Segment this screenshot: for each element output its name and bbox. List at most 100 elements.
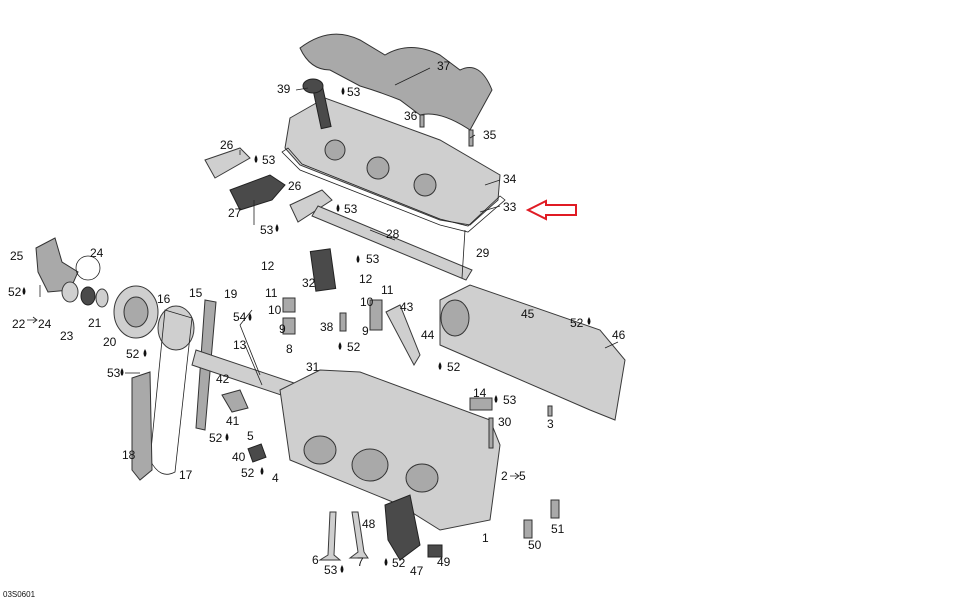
part-label: 20 — [103, 335, 117, 349]
cylinder-head-part — [279, 369, 501, 531]
part-label: 37 — [437, 59, 451, 73]
seal-part — [61, 281, 79, 303]
cover-hole — [324, 139, 346, 161]
lifter-part — [309, 248, 337, 292]
part-label: 21 — [88, 316, 102, 330]
part-label: 51 — [551, 522, 565, 536]
part-label: 39 — [277, 82, 291, 96]
part-label: 11 — [265, 286, 278, 300]
lubricant-drop-icon — [494, 395, 498, 403]
head-port — [405, 463, 439, 493]
part-label: 53 — [324, 563, 338, 577]
part-label: 9 — [279, 322, 286, 336]
part-label: 52 — [392, 556, 406, 570]
washer-part — [95, 288, 109, 308]
timing-sprocket-part — [157, 305, 195, 351]
part-label: 13 — [233, 338, 247, 352]
bracket-part — [385, 304, 421, 367]
part-label: 27 — [228, 206, 242, 220]
bearing-part — [80, 286, 96, 306]
part-label: 24 — [90, 246, 104, 260]
part-label: 41 — [226, 414, 240, 428]
part-label: 10 — [360, 295, 374, 309]
part-label: 25 — [10, 249, 24, 263]
arrow-right-icon — [510, 472, 520, 480]
part-label: 22 — [12, 317, 26, 331]
part-label: 12 — [359, 272, 373, 286]
part-label: 53 — [262, 153, 276, 167]
part-label: 50 — [528, 538, 542, 552]
part-label: 4 — [272, 471, 279, 485]
part-label: 49 — [437, 555, 451, 569]
part-label: 19 — [224, 287, 238, 301]
bolt-30-part — [488, 417, 494, 449]
diagram-code: 03S0601 — [3, 590, 36, 599]
sensor-40-part — [247, 443, 267, 463]
rocker-arm-part-2 — [289, 189, 333, 223]
part-label: 14 — [473, 386, 487, 400]
cover-gasket-part — [281, 147, 506, 233]
rocker-shaft-part — [311, 205, 473, 281]
part-label: 45 — [521, 307, 535, 321]
part-label: 3 — [547, 417, 554, 431]
part-label: 11 — [381, 283, 394, 297]
lubricant-drop-icon — [248, 313, 252, 321]
manifold-port — [440, 299, 470, 337]
bolt-35-part — [468, 129, 474, 147]
part-label: 5 — [519, 469, 526, 483]
lubricant-drop-icon — [275, 224, 279, 232]
lubricant-drop-icon — [338, 342, 342, 350]
part-label: 24 — [38, 317, 52, 331]
valve-stem-seal-part — [339, 312, 347, 332]
part-label: 8 — [286, 342, 293, 356]
part-label: 36 — [404, 109, 418, 123]
lubricant-drop-icon — [341, 87, 345, 95]
part-label: 46 — [612, 328, 626, 342]
part-label: 7 — [357, 555, 364, 569]
valve-6-part — [318, 511, 342, 561]
part-label: 1 — [482, 531, 489, 545]
cover-hole — [413, 173, 437, 197]
part-label: 52 — [347, 340, 361, 354]
part-label: 18 — [122, 448, 136, 462]
part-label: 52 — [570, 316, 584, 330]
part-label: 35 — [483, 128, 497, 142]
fitting-part — [221, 389, 249, 413]
chain-guide-part — [131, 371, 153, 481]
part-label: 12 — [261, 259, 275, 273]
lubricant-drop-icon — [143, 349, 147, 357]
part-label: 54 — [233, 310, 247, 324]
part-label: 10 — [268, 303, 282, 317]
callout-arrow-icon — [525, 199, 577, 221]
arrow-right-icon — [27, 316, 38, 324]
part-label: 32 — [302, 276, 316, 290]
lubricant-drop-icon — [260, 467, 264, 475]
part-label: 52 — [209, 431, 223, 445]
housing-part — [35, 237, 79, 293]
spring-part — [282, 317, 296, 335]
stud-51-part — [550, 499, 560, 519]
part-label: 30 — [498, 415, 512, 429]
part-label: 33 — [503, 200, 517, 214]
leader-lines — [39, 67, 501, 386]
drop-icons — [22, 87, 591, 573]
part-label: 31 — [306, 360, 320, 374]
bracket-47-part — [384, 494, 421, 561]
valve-cover-part — [284, 97, 501, 226]
pin-part — [461, 229, 466, 279]
part-label: 52 — [241, 466, 255, 480]
head-port — [351, 448, 389, 482]
part-label: 9 — [362, 324, 369, 338]
sprocket-cover-inner — [123, 296, 149, 328]
part-label: 40 — [232, 450, 246, 464]
part-label: 6 — [312, 553, 319, 567]
bolt-46-part — [604, 341, 619, 349]
part-label: 52 — [447, 360, 461, 374]
part-label: 23 — [60, 329, 74, 343]
part-label: 53 — [107, 366, 121, 380]
part-label: 48 — [362, 517, 376, 531]
part-label: 42 — [216, 372, 230, 386]
lubricant-drop-icon — [336, 204, 340, 212]
lubricant-drop-icon — [587, 317, 591, 325]
